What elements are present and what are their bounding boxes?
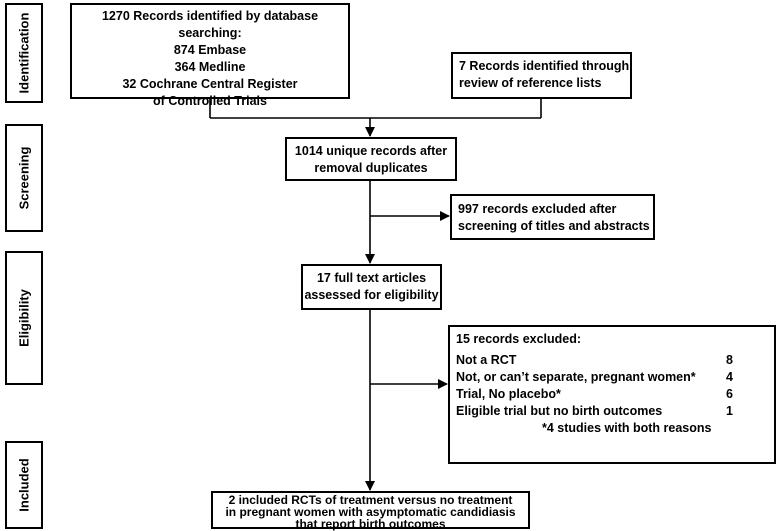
exclusion-reason-label: Trial, No placebo* <box>456 387 561 401</box>
stage-eligibility: Eligibility <box>5 251 43 385</box>
exclusion-reason-label: Eligible trial but no birth outcomes <box>456 404 663 418</box>
exclusion-reason-count: 6 <box>726 387 733 401</box>
exclusion-reason-row: Trial, No placebo* 6 <box>456 386 766 403</box>
exclusion-reason-label: Not, or can’t separate, pregnant women* <box>456 370 696 384</box>
stage-included: Included <box>5 441 43 529</box>
box-fulltext-articles: 17 full text articles assessed for eligi… <box>301 264 442 310</box>
exclusion-reason-count: 8 <box>726 353 733 367</box>
exclusion-reason-label: Not a RCT <box>456 353 517 367</box>
box-included-rcts: 2 included RCTs of treatment versus no t… <box>211 491 530 531</box>
unique-line-1: 1014 unique records after <box>294 144 448 158</box>
box-reference-records: 7 Records identified through review of r… <box>451 52 632 99</box>
database-line-1: 1270 Records identified by database sear… <box>101 9 319 40</box>
database-line-4: 32 Cochrane Central Register <box>122 77 298 91</box>
exclusion-reason-row: Not a RCT 8 <box>456 352 766 369</box>
included-line-3: that report birth outcomes <box>295 517 446 531</box>
fulltext-line-1: 17 full text articles <box>316 271 427 285</box>
unique-line-2: removal duplicates <box>314 161 428 175</box>
excluded-records-footnote: *4 studies with both reasons <box>542 421 712 435</box>
exclusion-reason-count: 1 <box>726 404 733 418</box>
database-line-2: 874 Embase <box>173 43 247 57</box>
excluded-titles-line-1: 997 records excluded after <box>458 202 617 216</box>
included-line-1: 2 included RCTs of treatment versus no t… <box>228 493 513 507</box>
box-database-records: 1270 Records identified by database sear… <box>70 3 350 108</box>
included-line-2: in pregnant women with asymptomatic cand… <box>225 505 516 519</box>
excluded-titles-line-2: screening of titles and abstracts <box>458 219 650 233</box>
database-line-3: 364 Medline <box>174 60 246 74</box>
box-unique-records: 1014 unique records after removal duplic… <box>285 137 457 181</box>
fulltext-line-2: assessed for eligibility <box>304 288 439 302</box>
excluded-records-title: 15 records excluded: <box>456 332 582 346</box>
stage-identification: Identification <box>5 3 43 103</box>
exclusion-reason-count: 4 <box>726 370 733 384</box>
exclusion-reason-row: Not, or can’t separate, pregnant women* … <box>456 369 766 386</box>
reference-line-1: 7 Records identified through <box>459 59 630 73</box>
stage-screening: Screening <box>5 124 43 232</box>
box-excluded-titles: 997 records excluded after screening of … <box>450 194 655 240</box>
database-line-5: of Controlled Trials <box>153 94 267 108</box>
box-excluded-records: 15 records excluded: Not a RCT 8 Not, or… <box>448 325 776 464</box>
reference-line-2: review of reference lists <box>459 76 602 90</box>
exclusion-reason-row: Eligible trial but no birth outcomes 1 <box>456 403 766 420</box>
